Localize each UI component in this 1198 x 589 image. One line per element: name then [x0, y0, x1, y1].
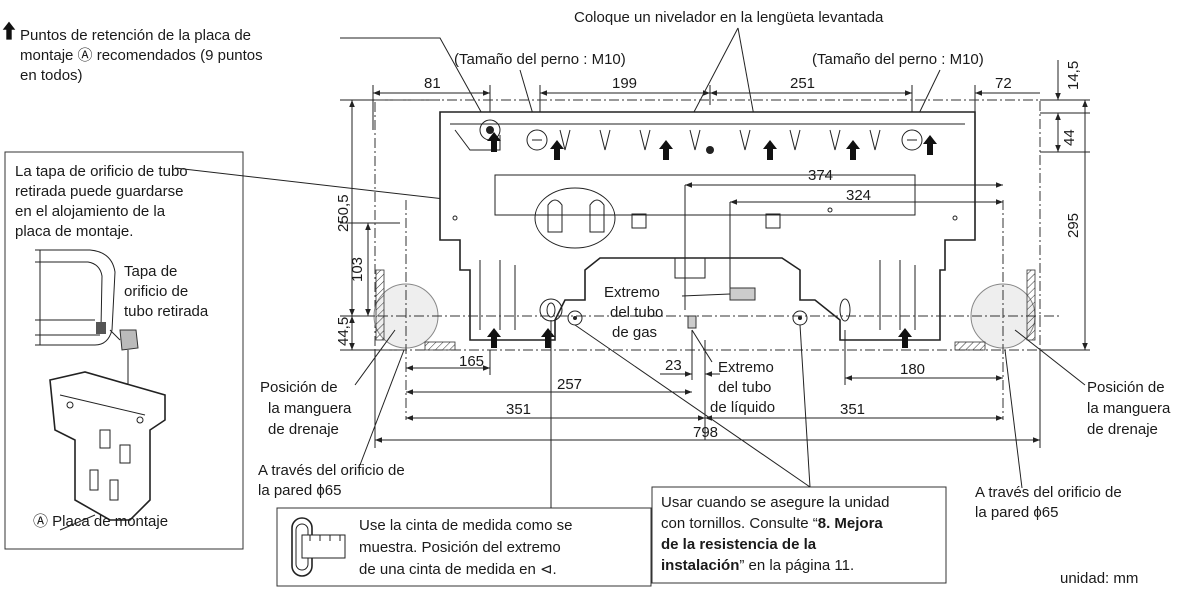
dim-180: 180 — [900, 361, 925, 378]
dim-295: 295 — [1065, 213, 1082, 238]
retention-line-2: montaje Ⓐ recomendados (9 puntos — [20, 47, 263, 64]
dim-72: 72 — [995, 75, 1012, 92]
dim-165: 165 — [459, 353, 484, 370]
cap-label-line-3: tubo retirada — [124, 303, 209, 320]
dim-351-right: 351 — [840, 401, 865, 418]
retention-line-3: en todos) — [20, 67, 83, 84]
wall-left-line-2: la pared ϕ65 — [258, 482, 341, 499]
gas-pipe-end-icon — [729, 287, 756, 301]
up-arrow-icon — [2, 21, 16, 40]
dim-798: 798 — [693, 424, 718, 441]
bolt-size-right: (Tamaño del perno : M10) — [812, 51, 984, 68]
dim-44-5: 44,5 — [335, 317, 352, 346]
cap-label-line-1: Tapa de — [124, 263, 177, 280]
bolt-size-left: (Tamaño del perno : M10) — [454, 51, 626, 68]
tape-measure-icon — [291, 517, 346, 577]
dim-251: 251 — [790, 75, 815, 92]
screw-line-4: instalación” en la página 11. — [661, 557, 854, 574]
cap-note-line-4: placa de montaje. — [15, 223, 133, 240]
cap-note-line-1: La tapa de orificio de tubo — [15, 163, 188, 180]
drain-left-line-1: Posición de — [260, 379, 338, 396]
dim-103: 103 — [349, 257, 366, 282]
liquid-pipe-end-icon — [687, 315, 697, 329]
screw-line-3: de la resistencia de la — [661, 536, 817, 553]
tape-line-3: de una cinta de medida en ⊲. — [359, 561, 557, 578]
gas-pipe-line-3: de gas — [612, 324, 657, 341]
wall-left-line-1: A través del orificio de — [258, 462, 405, 479]
liquid-pipe-line-1: Extremo — [718, 359, 774, 376]
dim-14-5: 14,5 — [1065, 61, 1082, 90]
dim-199: 199 — [612, 75, 637, 92]
dim-351-left: 351 — [506, 401, 531, 418]
small-plate-sketch — [49, 371, 166, 521]
pipe-hole-cap-icon — [119, 329, 139, 351]
drain-right-line-3: de drenaje — [1087, 421, 1158, 438]
indoor-unit-sketch — [35, 249, 116, 346]
dim-250-5: 250,5 — [335, 194, 352, 232]
screw-line-2: con tornillos. Consulte “8. Mejora — [661, 515, 883, 532]
tape-line-1: Use la cinta de medida como se — [359, 517, 572, 534]
drain-right-line-2: la manguera — [1087, 400, 1171, 417]
liquid-pipe-line-3: de líquido — [710, 399, 775, 416]
dim-374: 374 — [808, 167, 833, 184]
cap-note-line-3: en el alojamiento de la — [15, 203, 166, 220]
screw-note — [651, 486, 947, 584]
drain-right-line-1: Posición de — [1087, 379, 1165, 396]
wall-right-line-1: A través del orificio de — [975, 484, 1122, 501]
drain-left-line-3: de drenaje — [268, 421, 339, 438]
drain-left-line-2: la manguera — [268, 400, 352, 417]
dim-257: 257 — [557, 376, 582, 393]
screw-line-1: Usar cuando se asegure la unidad — [661, 494, 890, 511]
cap-label-line-2: orificio de — [124, 283, 188, 300]
dim-44: 44 — [1061, 129, 1078, 146]
tape-line-2: muestra. Posición del extremo — [359, 539, 561, 556]
plate-label: Ⓐ Placa de montaje — [33, 513, 168, 530]
dim-81: 81 — [424, 75, 441, 92]
mounting-plate — [439, 111, 976, 341]
wall-right-line-2: la pared ϕ65 — [975, 504, 1058, 521]
dim-324: 324 — [846, 187, 871, 204]
leveler-note: Coloque un nivelador en la lengüeta leva… — [574, 9, 884, 26]
retention-line-1: Puntos de retención de la placa de — [20, 27, 251, 44]
gas-pipe-line-1: Extremo — [604, 284, 660, 301]
unit-note: unidad: mm — [1060, 570, 1138, 587]
cap-note-line-2: retirada puede guardarse — [15, 183, 183, 200]
liquid-pipe-line-2: del tubo — [718, 379, 771, 396]
gas-pipe-line-2: del tubo — [610, 304, 663, 321]
dim-23: 23 — [665, 357, 682, 374]
